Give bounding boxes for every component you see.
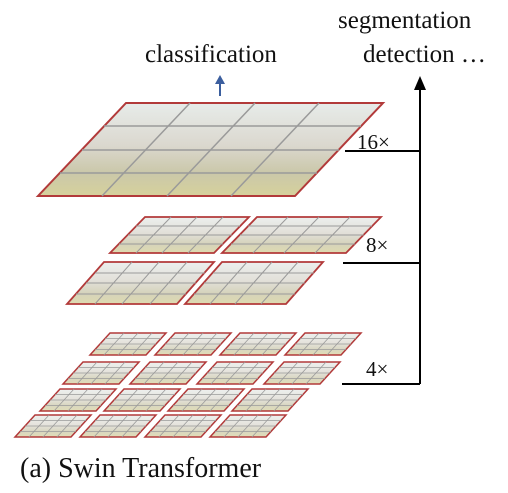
label-classification: classification (145, 41, 277, 68)
window-4x (102, 388, 182, 412)
window-4x (283, 332, 363, 356)
classification-arrow-icon (215, 75, 225, 84)
window-4x (38, 388, 118, 412)
up-arrow-head-icon (414, 76, 426, 90)
window-4x (153, 332, 233, 356)
window-8x-1 (107, 216, 252, 254)
label-scale-16x: 16× (357, 130, 390, 154)
window-8x-4 (183, 261, 325, 305)
window-4x (128, 361, 208, 385)
window-4x (218, 332, 298, 356)
window-4x (230, 388, 310, 412)
layer-4x (13, 332, 363, 438)
patch-grid-16x (60, 102, 361, 197)
window-4x (88, 332, 168, 356)
window-8x-2 (219, 216, 384, 254)
label-segmentation: segmentation (338, 7, 472, 34)
label-scale-4x: 4× (366, 357, 389, 381)
feature-lines (342, 86, 421, 385)
window-8x-3 (65, 261, 216, 305)
layer-8x (65, 216, 384, 305)
figure-caption: (a) Swin Transformer (20, 453, 262, 484)
layer-16x (35, 102, 386, 197)
window-4x (262, 361, 342, 385)
window-4x (78, 414, 158, 438)
label-detection: detection … (363, 41, 486, 68)
window-4x (143, 414, 223, 438)
window-4x (208, 414, 288, 438)
window-4x (61, 361, 141, 385)
window-4x (166, 388, 246, 412)
label-scale-8x: 8× (366, 233, 389, 257)
window-4x (13, 414, 93, 438)
window-4x (195, 361, 275, 385)
